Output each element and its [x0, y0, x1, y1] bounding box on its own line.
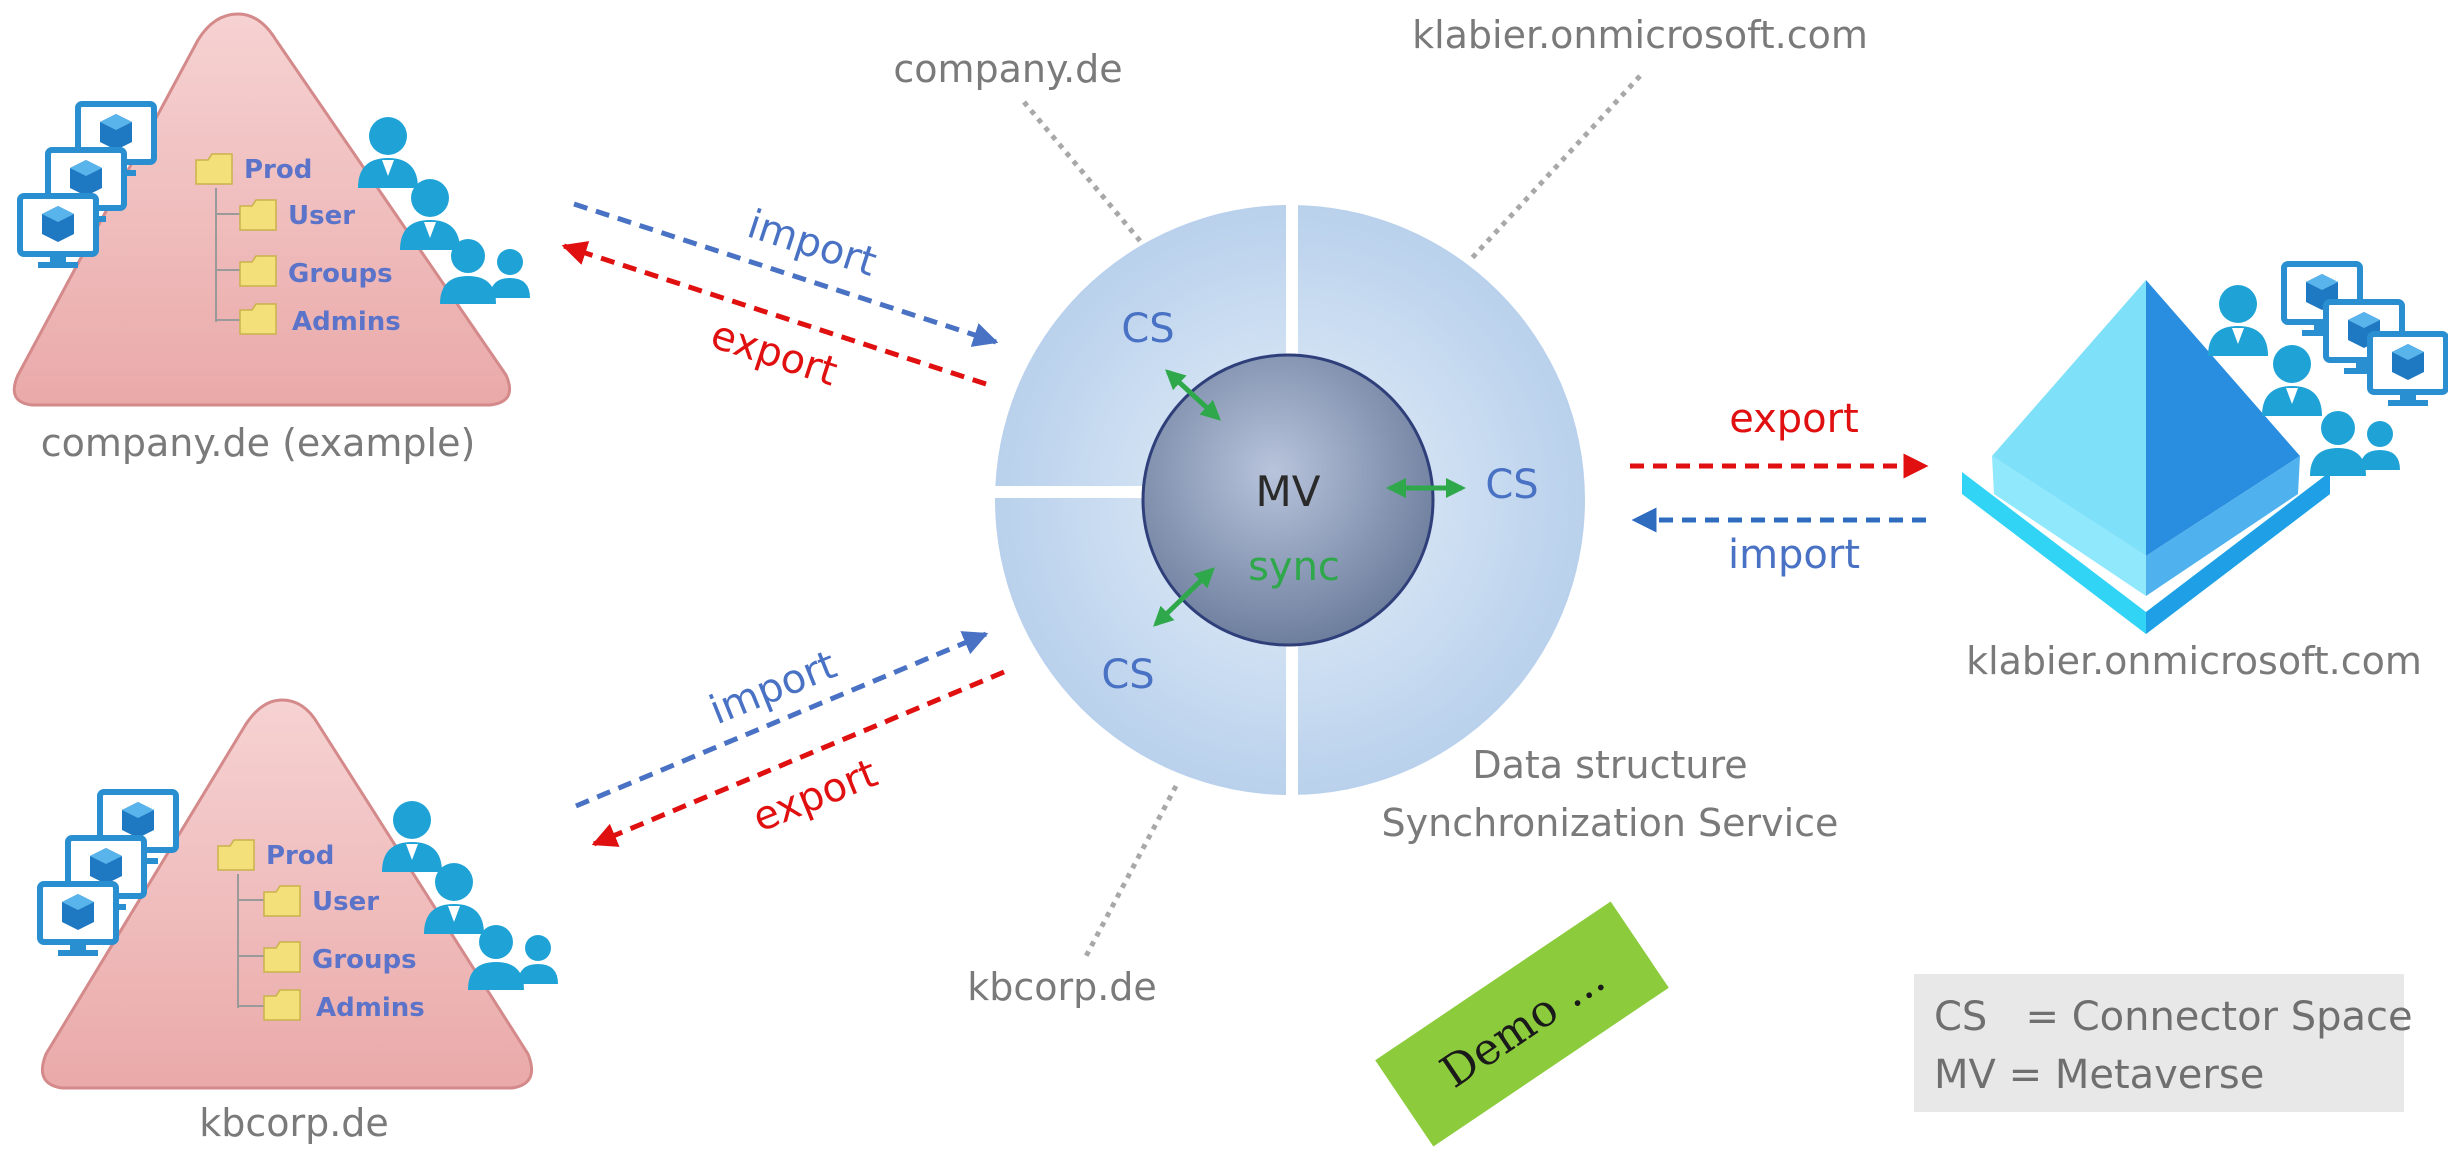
- cloud-directory: klabier.onmicrosoft.com: [1962, 264, 2446, 683]
- legend-box: CS = Connector Space MV = Metaverse: [1914, 974, 2413, 1112]
- hub-caption: Data structure: [1472, 743, 1747, 787]
- spoke-line: [1081, 784, 1179, 962]
- legend-bg: [1914, 974, 2404, 1112]
- export-arrow: [561, 241, 987, 387]
- spoke-line: [1022, 100, 1148, 250]
- domain-label: kbcorp.de: [199, 1101, 389, 1145]
- user-icon: [2262, 345, 2322, 416]
- group-icon: [440, 239, 530, 304]
- domain-kbcorp-de: Prod User Groups Admins kbcorp.de: [40, 698, 558, 1145]
- domain-label: company.de (example): [41, 421, 476, 465]
- spokes: company.de klabier.onmicrosoft.com kbcor…: [893, 13, 1868, 1009]
- spoke-label: klabier.onmicrosoft.com: [1412, 13, 1868, 57]
- import-label: import: [742, 201, 882, 286]
- tree-item-label: Admins: [316, 993, 425, 1023]
- import-label: import: [1728, 532, 1860, 578]
- domain-label: klabier.onmicrosoft.com: [1966, 639, 2422, 683]
- tree-root-label: Prod: [244, 155, 312, 185]
- tree-item-label: Groups: [288, 259, 393, 289]
- sync-service-hub: MV sync CS CS CS Data structure Synchron…: [994, 205, 1838, 845]
- flow-company-de: import export: [561, 201, 999, 396]
- import-arrow: [575, 631, 989, 809]
- flow-cloud: export import: [1630, 396, 1929, 578]
- group-icon: [468, 925, 558, 990]
- demo-badge: Demo ...: [1375, 901, 1669, 1147]
- domain-company-de: Prod User Groups Admins company.de (exam…: [12, 12, 530, 465]
- cs-label: CS: [1121, 306, 1174, 352]
- user-icon: [2208, 285, 2268, 356]
- export-label: export: [705, 312, 842, 396]
- sync-arrow: [1153, 567, 1215, 627]
- mv-label: MV: [1256, 467, 1321, 516]
- hub-caption: Synchronization Service: [1382, 801, 1839, 845]
- user-icon: [424, 863, 484, 934]
- computer-icon: [2370, 334, 2446, 406]
- folder-tree: Prod User Groups Admins: [195, 153, 401, 337]
- cs-label: CS: [1485, 462, 1538, 508]
- tree-item-label: User: [312, 887, 379, 917]
- folder-tree: Prod User Groups Admins: [217, 839, 425, 1023]
- tree-item-label: Groups: [312, 945, 417, 975]
- spoke-label: kbcorp.de: [967, 965, 1157, 1009]
- export-label: export: [746, 750, 883, 841]
- spoke-line: [1470, 74, 1642, 260]
- sync-label: sync: [1248, 544, 1340, 590]
- legend-line: MV = Metaverse: [1934, 1052, 2264, 1098]
- group-icon: [2310, 411, 2400, 476]
- export-label: export: [1729, 396, 1859, 442]
- cs-label: CS: [1101, 652, 1154, 698]
- sync-arrow: [1165, 369, 1221, 421]
- user-icon: [400, 179, 460, 250]
- computer-icon: [40, 884, 116, 956]
- spoke-label: company.de: [893, 47, 1122, 91]
- tree-root-label: Prod: [266, 841, 334, 871]
- tree-item-label: User: [288, 201, 355, 231]
- import-arrow: [573, 201, 999, 347]
- metaverse-circle: [1141, 353, 1435, 647]
- azure-ad-icon: [1962, 280, 2330, 634]
- import-label: import: [703, 642, 843, 734]
- tree-item-label: Admins: [292, 307, 401, 337]
- flow-kbcorp-de: import export: [575, 631, 1005, 847]
- export-arrow: [591, 669, 1005, 847]
- user-icon: [358, 117, 418, 188]
- demo-badge-bg: [1375, 901, 1669, 1147]
- legend-line: CS = Connector Space: [1934, 994, 2413, 1040]
